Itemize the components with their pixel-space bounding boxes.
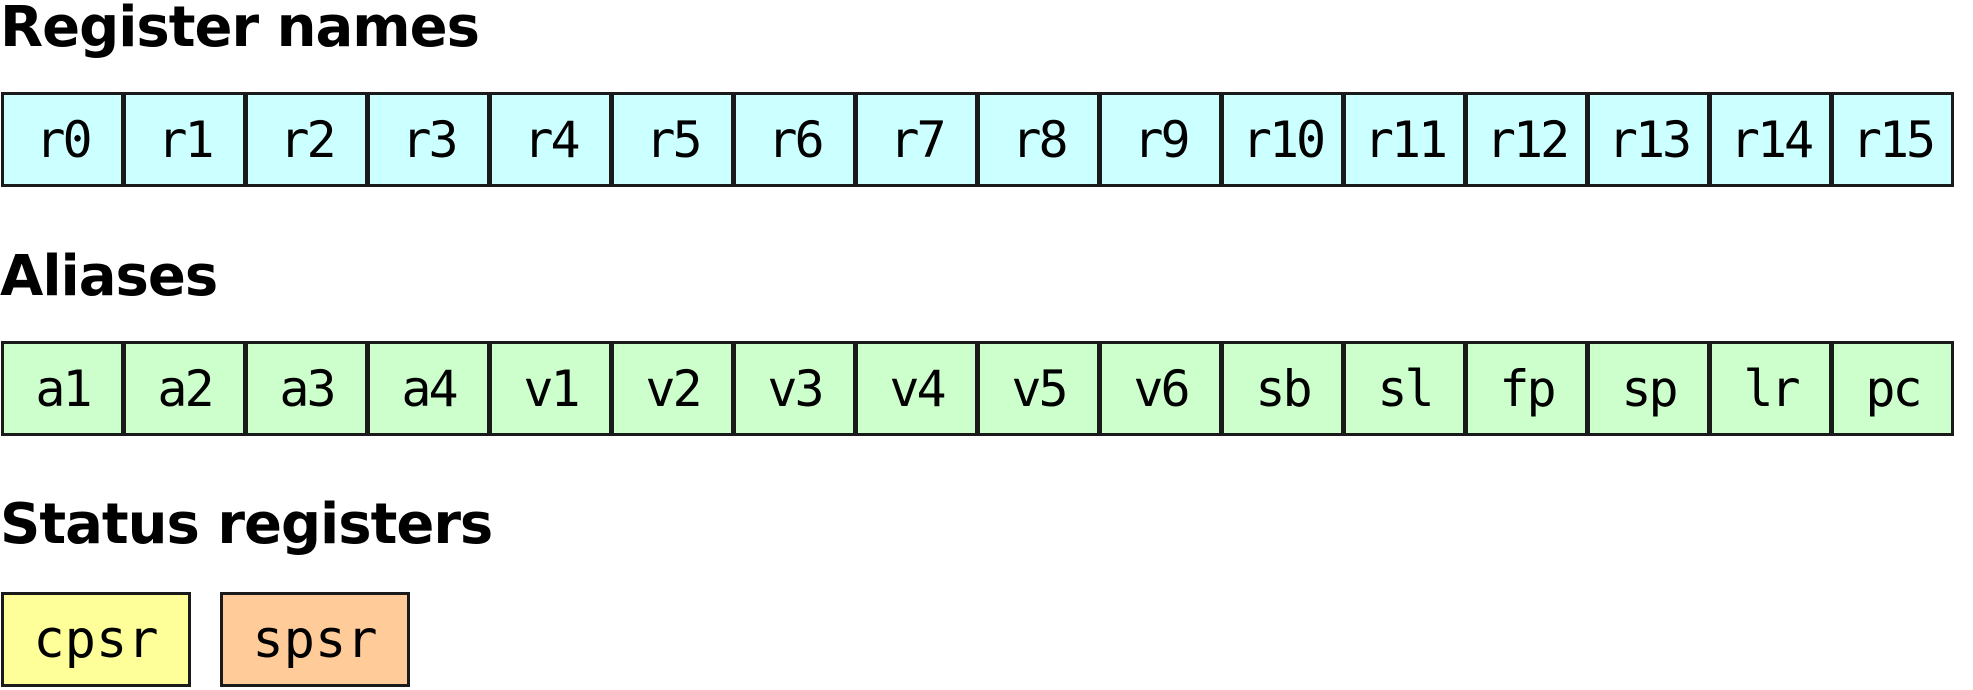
register-cell: r4 bbox=[489, 92, 612, 187]
register-cell: r8 bbox=[977, 92, 1100, 187]
alias-cell: v2 bbox=[611, 341, 734, 436]
alias-cell: a4 bbox=[367, 341, 490, 436]
alias-cell: fp bbox=[1465, 341, 1588, 436]
alias-cell: v3 bbox=[733, 341, 856, 436]
alias-cell: sb bbox=[1221, 341, 1344, 436]
alias-cell: sl bbox=[1343, 341, 1466, 436]
alias-cell: a2 bbox=[123, 341, 246, 436]
alias-cell: sp bbox=[1587, 341, 1710, 436]
alias-cell: v4 bbox=[855, 341, 978, 436]
register-cell: r9 bbox=[1099, 92, 1222, 187]
alias-cell: a3 bbox=[245, 341, 368, 436]
alias-cell: v6 bbox=[1099, 341, 1222, 436]
register-cell: r0 bbox=[1, 92, 124, 187]
register-cell: r13 bbox=[1587, 92, 1710, 187]
register-cell: r7 bbox=[855, 92, 978, 187]
register-cell: r5 bbox=[611, 92, 734, 187]
status-registers-heading: Status registers bbox=[0, 492, 493, 557]
alias-cell: a1 bbox=[1, 341, 124, 436]
alias-cell: v5 bbox=[977, 341, 1100, 436]
register-cell: r1 bbox=[123, 92, 246, 187]
alias-cell: pc bbox=[1831, 341, 1954, 436]
register-cell: r6 bbox=[733, 92, 856, 187]
register-cell: r10 bbox=[1221, 92, 1344, 187]
register-cell: r2 bbox=[245, 92, 368, 187]
register-cell: r14 bbox=[1709, 92, 1832, 187]
status-register-spsr: spsr bbox=[220, 592, 410, 687]
register-cell: r15 bbox=[1831, 92, 1954, 187]
alias-cell: lr bbox=[1709, 341, 1832, 436]
aliases-heading: Aliases bbox=[0, 244, 218, 309]
register-cell: r11 bbox=[1343, 92, 1466, 187]
status-register-cpsr: cpsr bbox=[1, 592, 191, 687]
register-cell: r3 bbox=[367, 92, 490, 187]
alias-cell: v1 bbox=[489, 341, 612, 436]
register-cell: r12 bbox=[1465, 92, 1588, 187]
register-names-heading: Register names bbox=[0, 0, 480, 60]
